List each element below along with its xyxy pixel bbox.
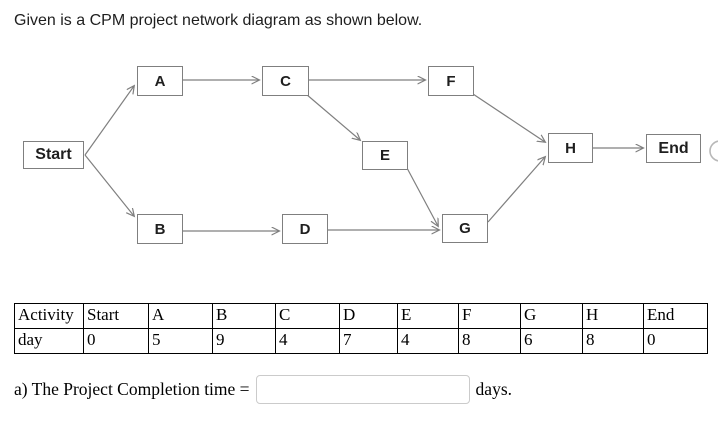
table-cell: 5 — [148, 328, 213, 354]
node-c-label: C — [280, 72, 291, 90]
table-cell: C — [275, 303, 340, 329]
table-cell: H — [582, 303, 644, 329]
edge-g-h — [487, 157, 545, 223]
node-end-label: End — [658, 139, 689, 157]
edge-start-b — [84, 154, 134, 216]
node-a: A — [137, 66, 183, 96]
table-cell: 0 — [83, 328, 149, 354]
table-cell: 6 — [520, 328, 583, 354]
table-cell: D — [339, 303, 398, 329]
table-cell: Start — [83, 303, 149, 329]
question-line: a) The Project Completion time = days. — [14, 375, 512, 404]
node-c: C — [262, 66, 309, 96]
node-g: G — [442, 214, 488, 243]
node-a-label: A — [154, 72, 166, 90]
completion-time-input[interactable] — [255, 375, 470, 404]
edge-c-e — [305, 93, 360, 140]
node-h: H — [548, 133, 593, 163]
table-cell: E — [397, 303, 459, 329]
table-cell: End — [643, 303, 708, 329]
table-row-activity: Activity Start A B C D E F G H End — [14, 303, 708, 329]
table-cell: Activity — [14, 303, 84, 329]
table-cell: F — [458, 303, 521, 329]
node-start-label: Start — [35, 146, 72, 163]
table-cell: 8 — [582, 328, 644, 354]
node-d: D — [282, 214, 328, 244]
table-cell: 9 — [212, 328, 276, 354]
table-cell: A — [148, 303, 213, 329]
node-h-label: H — [565, 139, 576, 157]
table-row-day: day 0 5 9 4 7 4 8 6 8 0 — [14, 328, 708, 354]
node-g-label: G — [459, 220, 471, 237]
node-f: F — [428, 66, 474, 96]
node-e: E — [362, 141, 408, 170]
question-suffix: days. — [475, 379, 512, 399]
node-b: B — [137, 214, 183, 244]
node-b-label: B — [154, 220, 166, 238]
node-d-label: D — [299, 220, 311, 238]
node-e-label: E — [379, 147, 390, 164]
table-cell: 0 — [643, 328, 708, 354]
table-cell: G — [520, 303, 583, 329]
node-end: End — [646, 134, 701, 163]
table-cell: 7 — [339, 328, 398, 354]
edge-e-g — [406, 167, 438, 226]
edge-start-a — [84, 86, 134, 156]
activity-duration-table: Activity Start A B C D E F G H End day 0… — [14, 303, 708, 354]
node-f-label: F — [446, 72, 456, 90]
table-cell: 4 — [397, 328, 459, 354]
page-title: Given is a CPM project network diagram a… — [14, 12, 423, 29]
edge-f-h — [472, 93, 545, 142]
question-prefix: a) The Project Completion time = — [14, 379, 250, 399]
table-cell: day — [14, 328, 84, 354]
table-cell: 4 — [275, 328, 340, 354]
table-cell: B — [212, 303, 276, 329]
node-start: Start — [23, 141, 84, 169]
table-cell: 8 — [458, 328, 521, 354]
clipped-circle-decoration — [709, 140, 718, 162]
